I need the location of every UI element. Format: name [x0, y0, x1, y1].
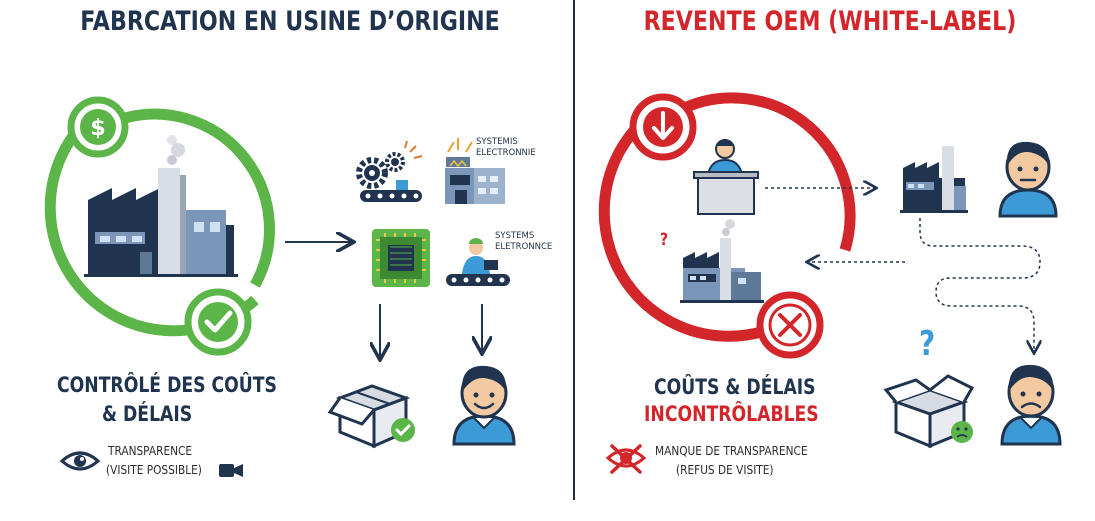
camera-icon [219, 464, 243, 477]
circuit-chip-icon [372, 229, 430, 287]
worker-conveyor-icon [446, 238, 510, 286]
svg-text:$: $ [90, 116, 105, 141]
unknown-factory-icon [680, 219, 764, 303]
x-icon [756, 291, 824, 359]
question-mark-large: ? [919, 324, 936, 364]
right-transparency-line2: (REFUS DE VISITE) [676, 463, 774, 477]
question-mark-small: ? [660, 230, 669, 250]
damaged-box-icon [883, 374, 975, 449]
supplier-label-2-line1: SYSTEMS [495, 231, 535, 241]
left-transparency-line1: TRANSPARENCE [108, 444, 193, 458]
box-icon [327, 384, 415, 449]
center-divider [573, 0, 575, 500]
red-cycle [598, 92, 856, 342]
sad-person-icon [1000, 364, 1062, 446]
supplier-label-2: SYSTEMS ELETRONNCE [495, 231, 552, 253]
left-transparency-line2: (VISITE POSSIBLE) [106, 463, 202, 477]
worried-person-icon [998, 141, 1058, 218]
supplier-label-1-line2: ELECTRONNIE [476, 148, 536, 158]
electronics-factory-icon [445, 138, 505, 204]
check-icon [184, 288, 252, 356]
reseller-desk-icon [693, 139, 759, 215]
happy-customer-icon [452, 365, 516, 446]
left-title: FABRCATION EN USINE D’ORIGINE [80, 6, 500, 37]
left-summary-line2: & DÉLAIS [102, 402, 193, 426]
right-title: REVENTE OEM (WHITE-LABEL) [643, 6, 1017, 37]
down-arrow-icon [629, 93, 697, 161]
factory-icon [84, 135, 238, 277]
winding-dotted-path [919, 218, 1040, 352]
right-summary-line2: INCONTRÔLABLES [644, 402, 819, 426]
factory-icon-right [900, 146, 968, 213]
gears-icon [356, 140, 423, 202]
right-transparency-line1: MANQUE DE TRANSPARENCE [655, 444, 808, 458]
supplier-label-1: SYSTEMIS ELECTRONNIE [476, 137, 536, 159]
dollar-icon: $ [67, 96, 129, 158]
right-summary-line1: COÛTS & DÉLAIS [654, 375, 816, 399]
supplier-label-2-line2: ELETRONNCE [495, 242, 553, 252]
crossed-eye-icon [605, 444, 647, 474]
eye-icon [59, 451, 101, 471]
supplier-label-1-line1: SYSTEMIS [476, 137, 518, 147]
left-summary-line1: CONTRÔLÉ DES COÛTS [57, 373, 277, 397]
